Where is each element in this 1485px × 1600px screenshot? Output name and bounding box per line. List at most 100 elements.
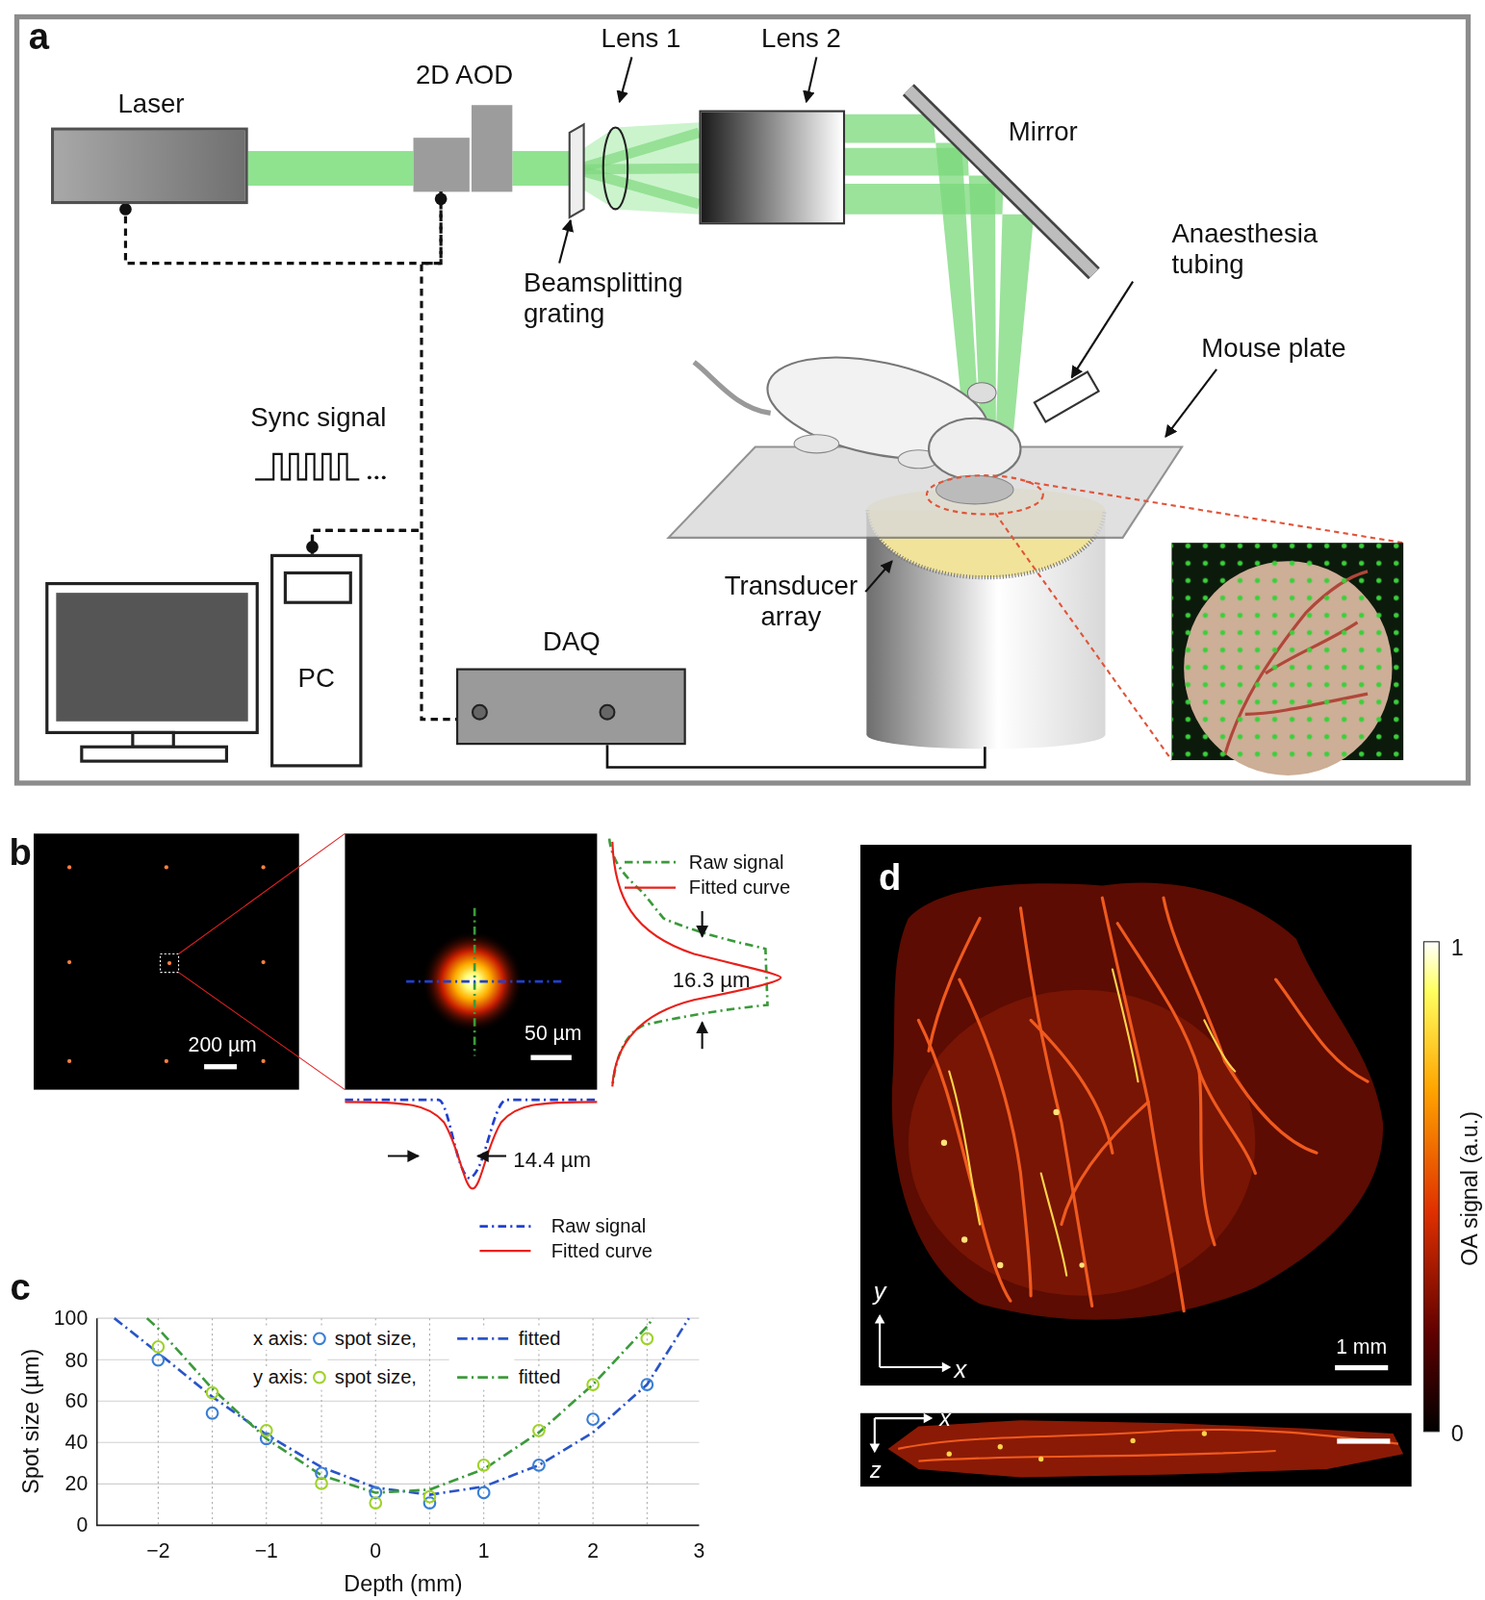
spot-size-chart [147,1318,654,1493]
panel-letter: c [10,1266,31,1309]
vessel-image [1225,1061,1317,1153]
spot-array-image [159,954,179,973]
vessel-image [1020,908,1092,1307]
mirror [908,89,1095,274]
legend-text: Fitted curve [689,876,791,899]
scale-label: 200 µm [188,1033,257,1057]
tick-label: 60 [65,1389,89,1413]
spot-size-chart [157,1318,647,1526]
laser-beam [576,169,699,205]
panel-letter: d [878,856,901,899]
leader-arrow [806,56,818,103]
vessel-image [860,844,1412,1386]
vessel-side-view [888,1420,1405,1478]
legend-text: x axis: [251,1328,310,1351]
spot-size-chart [592,1318,594,1526]
legend-text: Raw signal [689,851,785,874]
legend-text: fitted [516,1328,564,1351]
vessel-side-view [897,1430,1399,1462]
part-label: Mouse plate [1201,333,1346,365]
spot-size-chart [206,1408,219,1420]
part-label: Mirror [1008,117,1078,149]
profile-plot [344,1101,597,1189]
spot-size-chart [457,1376,509,1380]
axis-title: Spot size (µm) [17,1349,44,1495]
spot-size-chart [641,1333,654,1346]
signal-label: Sync signal [250,403,386,435]
profile-plot [479,1225,531,1229]
profile-plot [624,861,676,865]
spot-array-image [33,833,300,1090]
box-detail [599,704,616,721]
axis-letter: x [954,1356,968,1384]
spot-array-image [260,1059,265,1064]
spot-size-chart [153,1355,165,1367]
legend-text: Raw signal [551,1215,647,1238]
spot-array-image [67,865,266,1064]
spot-zoom-image [344,833,597,1090]
vessel-image [959,979,1031,1297]
spot-size-chart [641,1379,654,1391]
monitor [47,584,257,763]
aod-crystal [471,104,513,192]
tick-label: 2 [587,1539,599,1563]
spot-zoom-image [344,833,597,1090]
mouse [928,418,1021,481]
profile-plot [624,887,676,890]
vessel-image [1112,969,1139,1082]
laser-beam [248,151,414,186]
tick-label: 0 [369,1539,382,1563]
sync-waveform [255,454,386,481]
legend-text: spot size, [332,1328,419,1351]
vessel-image [1041,1174,1068,1277]
vessel-image [1276,979,1368,1082]
spot-size-chart [153,1355,654,1510]
tick-label: 0 [76,1513,88,1537]
vessel-side-view [1038,1457,1044,1462]
spot-size-chart [97,1401,700,1403]
legend-text: Fitted curve [551,1240,653,1263]
lens-box: Lens 2 [698,110,845,226]
vessel-image [1078,1262,1084,1268]
aod-block: 2D AOD [412,104,513,192]
axis-letter: x [939,1406,951,1433]
spot-array-image [67,865,72,870]
mouse-plate [668,446,1182,538]
aod-crystal [412,137,469,192]
brain-photo [1171,542,1404,761]
zoom-callout [926,475,1404,761]
vessel-side-view [1336,1438,1390,1444]
spot-size-chart [533,1459,545,1472]
colorbar [1423,942,1439,1433]
vessel-image [918,897,1368,1311]
leader-arrow [1072,281,1134,379]
vessel-image [1334,1365,1388,1371]
lens-label: Lens 1 [601,23,682,54]
brain-photo [1171,542,1404,761]
node-text: Transducer array [714,571,868,633]
vessel-side-view [874,1418,929,1450]
leader-arrow [559,220,571,264]
spot-size-chart [114,1318,690,1495]
spot-size-chart [97,1318,700,1526]
spot-array-image [67,960,72,965]
monitor [81,746,228,762]
spot-size-chart [97,1318,700,1485]
colorbar-title: OA signal (a.u.) [1457,1111,1484,1267]
leader-arrow [865,561,893,592]
spot-size-chart [97,1442,700,1444]
vessel-image [892,883,1383,1321]
axis-letter: z [870,1458,882,1485]
spot-size-chart [310,1329,328,1391]
tick-label: −2 [146,1539,170,1563]
vessel-image [1117,923,1255,1175]
spot-size-chart [97,1484,700,1485]
vessel-image [941,1109,1085,1269]
sync-waveform [374,475,379,480]
spot-array-image [33,833,345,1090]
grating-and-lens [603,128,628,210]
vessel-side-view [870,1413,934,1454]
spot-size-chart [646,1318,648,1526]
spot-size-chart [97,1318,700,1320]
zoom-callout [995,512,1172,761]
